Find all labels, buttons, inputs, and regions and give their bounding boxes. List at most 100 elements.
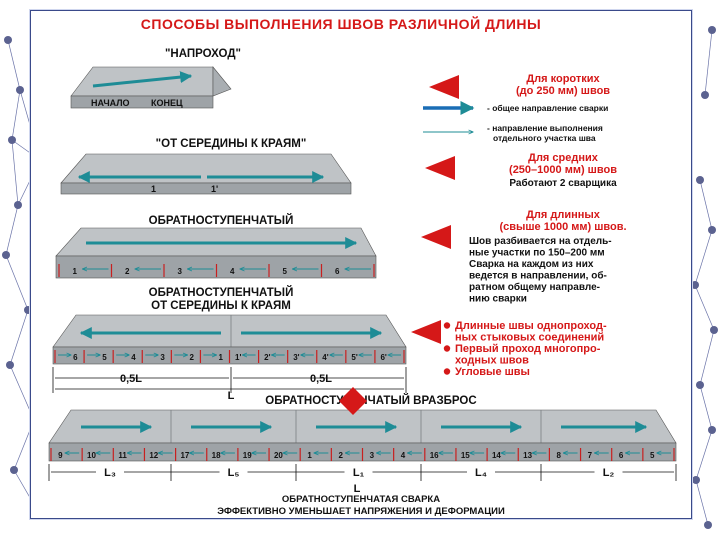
scatter-segment-label: 15 [461, 451, 470, 460]
backstep-segments: 1 2 3 4 5 6 [58, 264, 375, 277]
bullet-dot [443, 345, 451, 352]
naprohod-start-label: НАЧАЛО [91, 98, 130, 108]
backstep-mid-segment-label: 6 [73, 353, 78, 362]
scatter-dim-label: L₄ [475, 467, 487, 479]
medium-marker [425, 156, 455, 180]
network-node [6, 361, 14, 369]
scatter-dim-bg [96, 465, 124, 477]
long-marker [421, 225, 451, 249]
scatter-segment-label: 5 [650, 451, 655, 460]
dimension-backstep-mid [52, 367, 407, 393]
scatter-dim-bg [594, 465, 623, 477]
network-line [5, 204, 19, 256]
method-backstep-title: ОБРАТНОСТУПЕНЧАТЫЙ [149, 214, 294, 227]
network-line [9, 309, 29, 366]
backstep-segment-label: 1 [73, 267, 78, 276]
backstep-mid-segment-label: 2 [189, 353, 194, 362]
legend-bullet-line: Угловые швы [455, 366, 530, 378]
method-middle-title: "ОТ СЕРЕДИНЫ К КРАЯМ" [156, 138, 307, 150]
network-node [710, 326, 718, 334]
scatter-dim-bg [344, 465, 373, 477]
scatter-segment-label: 17 [180, 451, 189, 460]
legend-bullet-line: Первый проход многопро- [455, 343, 601, 355]
scatter-segment-label: 2 [338, 451, 343, 460]
scatter-segment-label: 4 [401, 451, 406, 460]
backstep-mid-segment-label: 5 [102, 353, 107, 362]
scatter-dim-label: L₃ [104, 467, 116, 479]
network-node [708, 426, 716, 434]
scatter-dim-label: L₅ [228, 467, 240, 479]
naprohod-end-label: КОНЕЦ [151, 98, 183, 108]
method-backstep-mid-title-1: ОБРАТНОСТУПЕНЧАТЫЙ [149, 286, 294, 299]
bullets-marker [411, 320, 441, 344]
legend-bullets: Длинные швы однопроход-ных стыковых соед… [443, 320, 607, 378]
legend-bullet-line: Длинные швы однопроход- [455, 320, 607, 332]
scatter-dim-bg [219, 465, 248, 477]
legend-short-2: (до 250 мм) швов [516, 85, 610, 97]
bullet-dot [443, 368, 451, 375]
network-line [11, 89, 21, 141]
network-node [692, 476, 700, 484]
backstep-segment-label: 2 [125, 267, 130, 276]
backstep-segment-label: 5 [283, 267, 288, 276]
legend-long-description: Шов разбивается на отдель-ные участки по… [469, 235, 612, 305]
network-node [708, 26, 716, 34]
short-marker [429, 75, 459, 99]
naprohod-arrow [92, 71, 193, 88]
legend-long-desc-line: ратном общему направле- [469, 281, 600, 293]
backstep-mid-segment-label: 1' [235, 353, 241, 362]
scatter-segment-label: 1 [307, 451, 312, 460]
scatter-segment-label: 14 [492, 451, 501, 460]
network-line [694, 229, 713, 286]
network-node [708, 226, 716, 234]
backstep-segment-label: 3 [178, 267, 183, 276]
legend-bullet-line: ных стыковых соединений [455, 332, 604, 344]
dim-half-right: 0,5L [310, 373, 332, 385]
method-scatter-title: ОБРАТНОСТУПЕНЧАТЫЙ ВРАЗБРОС [265, 394, 476, 407]
network-node [2, 251, 10, 259]
scatter-segment-label: 19 [243, 451, 252, 460]
legend-long-1: Для длинных [526, 209, 601, 221]
legend-long-desc-line: Шов разбивается на отдель- [469, 235, 612, 247]
legend-local-text-2: отдельного участка шва [493, 133, 596, 143]
network-node [704, 521, 712, 529]
welding-diagram: СПОСОБЫ ВЫПОЛНЕНИЯ ШВОВ РАЗЛИЧНОЙ ДЛИНЫ … [48, 15, 677, 517]
network-node [16, 86, 24, 94]
network-node [8, 136, 16, 144]
network-line [694, 284, 715, 331]
legend-local-text-1: - направление выполнения [487, 123, 603, 133]
network-node [691, 281, 699, 289]
method-backstep-mid-title-2: ОТ СЕРЕДИНЫ К КРАЯМ [151, 300, 291, 312]
network-line [5, 254, 29, 311]
scatter-segment-label: 10 [87, 451, 96, 460]
backstep-mid-segment-label: 4' [322, 353, 328, 362]
diagram-frame: СПОСОБЫ ВЫПОЛНЕНИЯ ШВОВ РАЗЛИЧНОЙ ДЛИНЫ … [30, 10, 692, 519]
method-naprohod-title: "НАПРОХОД" [165, 48, 241, 60]
scatter-segment-label: 9 [58, 451, 63, 460]
network-node [14, 201, 22, 209]
scatter-segment-label: 20 [274, 451, 283, 460]
middle-label-1: 1 [151, 184, 156, 194]
network-line [7, 39, 21, 91]
footer-line-2: ЭФФЕКТИВНО УМЕНЬШАЕТ НАПРЯЖЕНИЯ И ДЕФОРМ… [217, 506, 505, 517]
backstep-segment-label: 4 [230, 267, 235, 276]
scatter-total: L [354, 483, 361, 495]
scatter-segment-label: 16 [430, 451, 439, 460]
legend-long-2: (свыше 1000 мм) швов. [499, 221, 626, 233]
network-node [701, 91, 709, 99]
scatter-segment-label: 3 [370, 451, 375, 460]
backstep-mid-segment-label: 1 [219, 353, 224, 362]
plate-naprohod [70, 66, 232, 109]
scatter-dim-label: L₂ [603, 467, 615, 479]
legend-long-desc-line: ведется в направлении, об- [469, 270, 607, 282]
scatter-segment-label: 12 [149, 451, 158, 460]
scatter-segment-label: 6 [619, 451, 624, 460]
backstep-segment-label: 6 [335, 267, 340, 276]
backstep-mid-segment-label: 5' [351, 353, 357, 362]
scatter-start-marker [339, 387, 367, 415]
network-line [699, 329, 715, 386]
network-line [699, 384, 713, 431]
legend-medium-1: Для средних [528, 152, 599, 164]
